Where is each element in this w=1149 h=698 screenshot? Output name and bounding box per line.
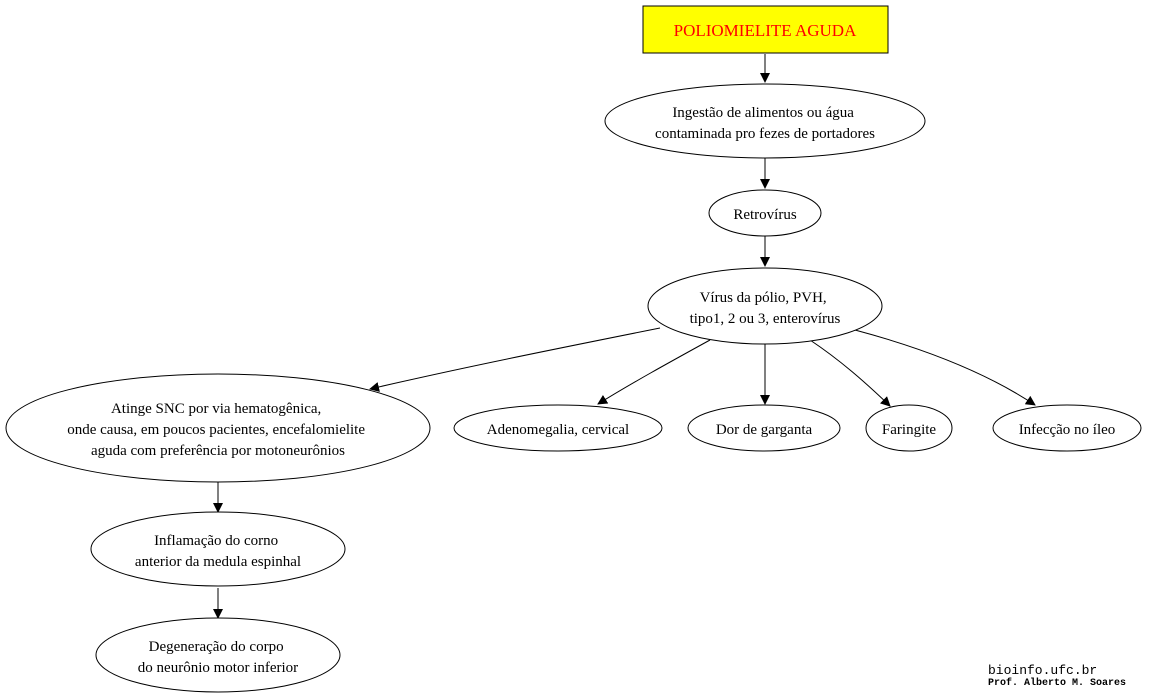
node-ingestao-line-2: contaminada pro fezes de portadores	[655, 126, 875, 142]
node-snc-line-2: onde causa, em poucos pacientes, encefal…	[67, 422, 365, 438]
node-degeneracao-line-1: Degeneração do corpo	[149, 639, 284, 655]
node-virus: Vírus da pólio, PVH, tipo1, 2 ou 3, ente…	[647, 267, 883, 345]
node-inflamacao: Inflamação do corno anterior da medula e…	[90, 511, 346, 587]
footer-site: bioinfo.ufc.br	[988, 663, 1098, 678]
edge-virus-infeccao	[854, 329, 1036, 406]
node-faringite-line-1: Faringite	[882, 422, 936, 438]
svg-text:Dor de garganta: Dor de garganta	[716, 422, 813, 438]
node-infeccao-line-1: Infecção no íleo	[1019, 422, 1116, 438]
node-dor: Dor de garganta	[687, 404, 841, 452]
node-retrovirus: Retrovírus	[708, 189, 822, 237]
node-snc-line-1: Atinge SNC por via hematogênica,	[111, 401, 321, 417]
title-label: POLIOMIELITE AGUDA	[674, 21, 857, 40]
node-dor-line-1: Dor de garganta	[716, 422, 813, 438]
svg-text:Adenomegalia, cervical: Adenomegalia, cervical	[487, 422, 629, 438]
node-adenomegalia: Adenomegalia, cervical	[453, 404, 663, 452]
svg-text:Infecção no íleo: Infecção no íleo	[1019, 422, 1116, 438]
svg-text:Faringite: Faringite	[882, 422, 936, 438]
node-inflamacao-line-1: Inflamação do corno	[154, 533, 278, 549]
node-degeneracao-line-2: do neurônio motor inferior	[138, 660, 298, 676]
edges	[213, 54, 1036, 619]
edge-virus-faringite	[809, 339, 891, 407]
svg-text:Ingestão de alimentos ou água: Ingestão de alimentos ou água contaminad…	[655, 105, 875, 142]
node-faringite: Faringite	[865, 404, 953, 452]
svg-text:Inflamação do corno ante: Inflamação do corno anterior da medula e…	[135, 533, 301, 570]
svg-text:Degeneração do corpo do: Degeneração do corpo do neurônio motor i…	[138, 639, 298, 676]
svg-text:Atinge SNC por via hematogênic: Atinge SNC por via hematogênica, onde ca…	[67, 401, 369, 459]
title-box	[642, 5, 889, 54]
node-virus-line-1: Vírus da pólio, PVH,	[700, 290, 827, 306]
node-virus-line-2: tipo1, 2 ou 3, enterovírus	[690, 311, 841, 327]
title-node: POLIOMIELITE AGUDA	[642, 5, 889, 54]
svg-text:Vírus da pólio, PVH, tip: Vírus da pólio, PVH, tipo1, 2 ou 3, ente…	[690, 290, 841, 327]
node-inflamacao-line-2: anterior da medula espinhal	[135, 554, 301, 570]
node-ingestao: Ingestão de alimentos ou água contaminad…	[604, 83, 926, 159]
footer-credit: bioinfo.ufc.br Prof. Alberto M. Soares	[988, 663, 1149, 692]
edge-virus-adenomegalia	[597, 339, 711, 405]
edge-virus-snc	[369, 327, 661, 392]
node-ingestao-line-1: Ingestão de alimentos ou água	[672, 105, 854, 121]
node-infeccao: Infecção no íleo	[992, 404, 1142, 452]
node-retrovirus-line-1: Retrovírus	[733, 207, 796, 223]
footer-author: Prof. Alberto M. Soares	[988, 678, 1127, 689]
node-degeneracao: Degeneração do corpo do neurônio motor i…	[95, 617, 341, 693]
node-adenomegalia-line-1: Adenomegalia, cervical	[487, 422, 629, 438]
node-snc: Atinge SNC por via hematogênica, onde ca…	[5, 373, 431, 483]
node-snc-line-3: aguda com preferência por motoneurônios	[91, 443, 345, 459]
svg-text:Retrovírus: Retrovírus	[733, 207, 796, 223]
